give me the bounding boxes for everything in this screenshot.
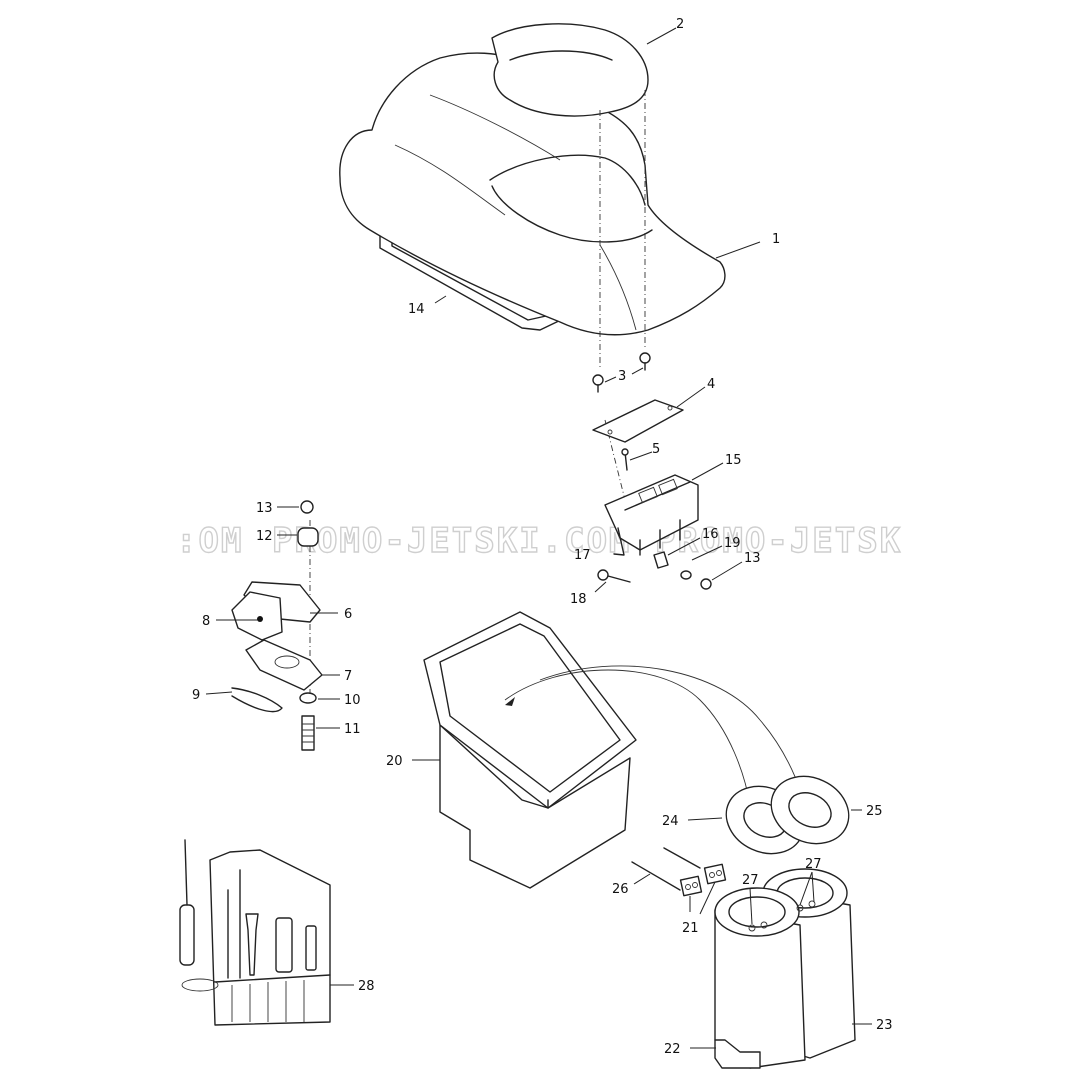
hook-latch-group xyxy=(231,500,323,751)
bolt-18 xyxy=(597,569,631,583)
callout-8: 8 xyxy=(202,614,210,629)
callout-17: 17 xyxy=(574,548,591,563)
callout-numbers: 2 1 3 4 5 15 16 17 19 13 18 13 12 6 8 7 … xyxy=(192,17,893,1057)
callout-25: 25 xyxy=(866,804,883,819)
spring-pin xyxy=(613,527,625,556)
tool-kit xyxy=(179,839,331,1026)
callout-27-left: 27 xyxy=(742,873,759,888)
cup-holder-fasteners xyxy=(631,847,727,897)
callout-14: 14 xyxy=(408,302,425,317)
callout-12: 12 xyxy=(256,529,273,544)
callout-13-left: 13 xyxy=(256,501,273,516)
cup-holder-caps xyxy=(725,775,850,855)
callout-20: 20 xyxy=(386,754,403,769)
latch-plate xyxy=(592,399,684,443)
small-plate xyxy=(653,551,669,569)
callout-3: 3 xyxy=(618,369,626,384)
callout-11: 11 xyxy=(344,722,361,737)
washer-and-nut xyxy=(680,570,712,590)
watermark-left: :OM xyxy=(176,521,243,561)
callout-9: 9 xyxy=(192,688,200,703)
callout-28: 28 xyxy=(358,979,375,994)
callout-18: 18 xyxy=(570,592,587,607)
callout-2: 2 xyxy=(676,17,684,32)
callout-15: 15 xyxy=(725,453,742,468)
leader-lines xyxy=(205,27,872,1049)
cup-holders xyxy=(714,868,856,1069)
watermark: :OM PROMO-JETSKI.COM PROMO-JETSK xyxy=(175,520,902,561)
callout-23: 23 xyxy=(876,1018,893,1033)
callout-22: 22 xyxy=(664,1042,681,1057)
callout-27-right: 27 xyxy=(805,857,822,872)
callout-6: 6 xyxy=(344,607,352,622)
callout-1: 1 xyxy=(772,232,780,247)
callout-7: 7 xyxy=(344,669,352,684)
callout-4: 4 xyxy=(707,377,715,392)
callout-24: 24 xyxy=(662,814,679,829)
rivet xyxy=(621,448,629,471)
callout-5: 5 xyxy=(652,442,660,457)
callout-16: 16 xyxy=(702,527,719,542)
callout-10: 10 xyxy=(344,693,361,708)
storage-cover xyxy=(339,52,726,336)
watermark-center: PROMO-JETSKI.COM xyxy=(272,521,632,561)
storage-bin xyxy=(423,611,637,889)
callout-26: 26 xyxy=(612,882,629,897)
screw-pair xyxy=(592,352,651,393)
watermark-right: PROMO-JETSK xyxy=(655,521,902,561)
callout-19: 19 xyxy=(724,536,741,551)
cover-cap xyxy=(491,23,649,117)
callout-21: 21 xyxy=(682,921,699,936)
callout-13-right: 13 xyxy=(744,551,761,566)
